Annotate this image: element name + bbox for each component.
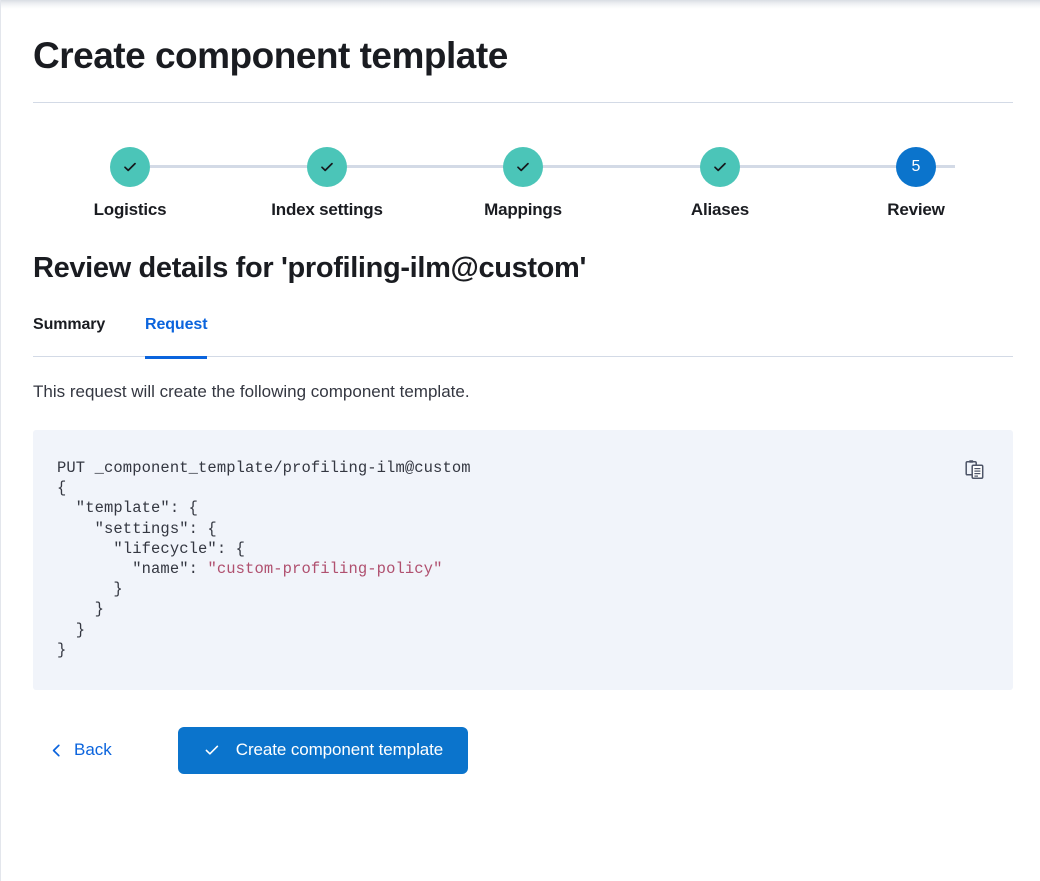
page-title: Create component template xyxy=(33,35,508,76)
stepper-label-logistics: Logistics xyxy=(93,200,167,219)
code-line-5: "lifecycle": { xyxy=(57,539,246,558)
code-line-4: "settings": { xyxy=(57,519,217,538)
stepper-step-mappings[interactable]: Mappings xyxy=(423,147,623,220)
title-divider xyxy=(33,102,1013,103)
stepper-step-review[interactable]: 5 Review xyxy=(816,147,1016,220)
request-code-text: PUT _component_template/profiling-ilm@cu… xyxy=(33,458,1013,660)
back-button-label: Back xyxy=(74,740,112,760)
copy-request-button[interactable] xyxy=(957,452,991,486)
stepper-label-aliases: Aliases xyxy=(690,200,750,219)
create-component-template-label: Create component template xyxy=(235,740,444,760)
code-line-6-value: "custom-profiling-policy" xyxy=(207,560,443,579)
request-description: This request will create the following c… xyxy=(33,382,470,401)
code-line-6-key: "name": xyxy=(57,560,208,579)
stepper-connector-3-4 xyxy=(543,165,759,168)
stepper-step-aliases[interactable]: Aliases xyxy=(620,147,820,220)
step-indicator-complete xyxy=(503,147,543,187)
review-tabs: Summary Request xyxy=(33,313,1013,359)
check-icon xyxy=(714,162,726,172)
request-code-block: PUT _component_template/profiling-ilm@cu… xyxy=(33,430,1013,691)
check-icon xyxy=(124,162,136,172)
step-indicator-complete xyxy=(700,147,740,187)
stepper-step-index-settings[interactable]: Index settings xyxy=(227,147,427,220)
tab-request[interactable]: Request xyxy=(145,313,208,359)
stepper-connector-4-5 xyxy=(739,165,955,168)
code-line-7: } xyxy=(57,580,123,599)
check-icon xyxy=(517,162,529,172)
code-line-3: "template": { xyxy=(57,499,199,518)
step-indicator-complete xyxy=(110,147,150,187)
check-icon xyxy=(321,162,333,172)
code-line-8: } xyxy=(57,600,105,619)
wizard-actions: Back Create component template xyxy=(33,726,1013,774)
stepper-connector-1-2 xyxy=(150,165,366,168)
code-line-10: } xyxy=(57,640,67,659)
copy-clipboard-icon xyxy=(964,459,983,479)
code-line-1: PUT _component_template/profiling-ilm@cu… xyxy=(57,459,471,477)
chevron-left-icon xyxy=(52,744,60,756)
create-component-template-button[interactable]: Create component template xyxy=(177,726,469,774)
step-indicator-current: 5 xyxy=(896,147,936,187)
step-indicator-complete xyxy=(307,147,347,187)
check-icon xyxy=(205,745,218,755)
section-title: Review details for 'profiling-ilm@custom… xyxy=(33,252,587,284)
stepper-label-mappings: Mappings xyxy=(484,200,562,219)
tab-summary-label: Summary xyxy=(33,316,106,333)
back-button[interactable]: Back xyxy=(45,734,116,766)
stepper-connector-2-3 xyxy=(346,165,562,168)
step-number: 5 xyxy=(911,158,921,175)
stepper-label-index-settings: Index settings xyxy=(271,200,383,219)
code-line-9: } xyxy=(57,620,86,639)
tab-request-label: Request xyxy=(145,316,208,333)
page-content: Create component template Logistics Inde… xyxy=(33,0,1013,774)
tab-summary[interactable]: Summary xyxy=(33,313,105,356)
wizard-stepper: Logistics Index settings Mappings Aliase… xyxy=(33,147,1013,227)
stepper-label-review: Review xyxy=(887,200,945,219)
code-line-2: { xyxy=(57,479,67,498)
stepper-step-logistics[interactable]: Logistics xyxy=(30,147,230,220)
